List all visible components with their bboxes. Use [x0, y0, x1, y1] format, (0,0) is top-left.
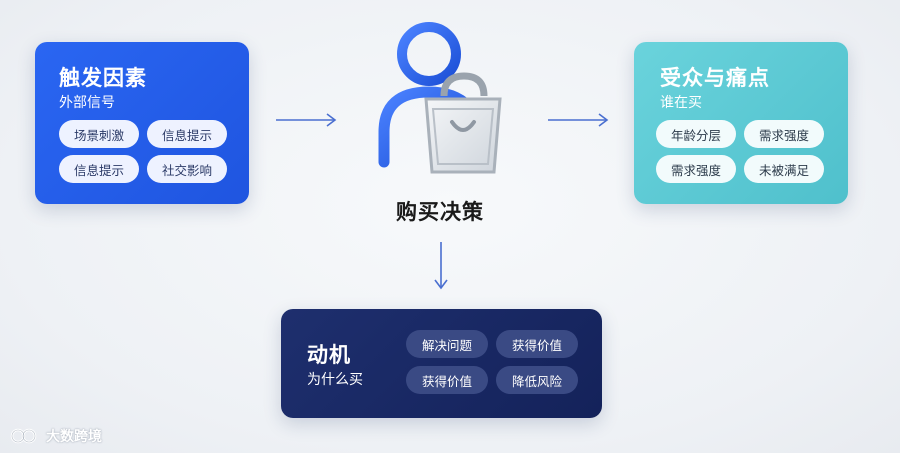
trigger-tag: 信息提示 — [59, 155, 139, 183]
trigger-tag: 社交影响 — [147, 155, 227, 183]
audience-tag: 未被满足 — [744, 155, 824, 183]
audience-tag: 需求强度 — [656, 155, 736, 183]
audience-subtitle: 谁在买 — [660, 94, 702, 110]
motivation-tag: 降低风险 — [496, 366, 578, 394]
center-label: 购买决策 — [396, 201, 484, 224]
arrow-right-icon — [276, 113, 337, 127]
motivation-tag: 获得价值 — [406, 366, 488, 394]
trigger-tag: 场景刺激 — [59, 120, 139, 148]
watermark-logo-icon — [10, 428, 37, 444]
motivation-tag: 解决问题 — [406, 330, 488, 358]
motivation-card: 动机 为什么买 解决问题 获得价值 获得价值 降低风险 — [281, 309, 602, 418]
person-shopping-bag-icon — [378, 22, 502, 174]
motivation-tag: 获得价值 — [496, 330, 578, 358]
audience-tag: 年龄分层 — [656, 120, 736, 148]
trigger-title: 触发因素 — [59, 67, 147, 90]
motivation-title: 动机 — [307, 344, 351, 367]
audience-tag: 需求强度 — [744, 120, 824, 148]
arrow-right-icon — [548, 113, 609, 127]
watermark-text: 大数跨境 — [46, 428, 102, 444]
arrow-down-icon — [434, 242, 448, 290]
watermark: 大数跨境 — [10, 426, 102, 446]
audience-title: 受众与痛点 — [660, 67, 770, 90]
motivation-subtitle: 为什么买 — [307, 371, 363, 387]
trigger-card: 触发因素 外部信号 场景刺激 信息提示 信息提示 社交影响 — [35, 42, 249, 204]
trigger-subtitle: 外部信号 — [59, 94, 115, 110]
trigger-tag: 信息提示 — [147, 120, 227, 148]
audience-card: 受众与痛点 谁在买 年龄分层 需求强度 需求强度 未被满足 — [634, 42, 848, 204]
